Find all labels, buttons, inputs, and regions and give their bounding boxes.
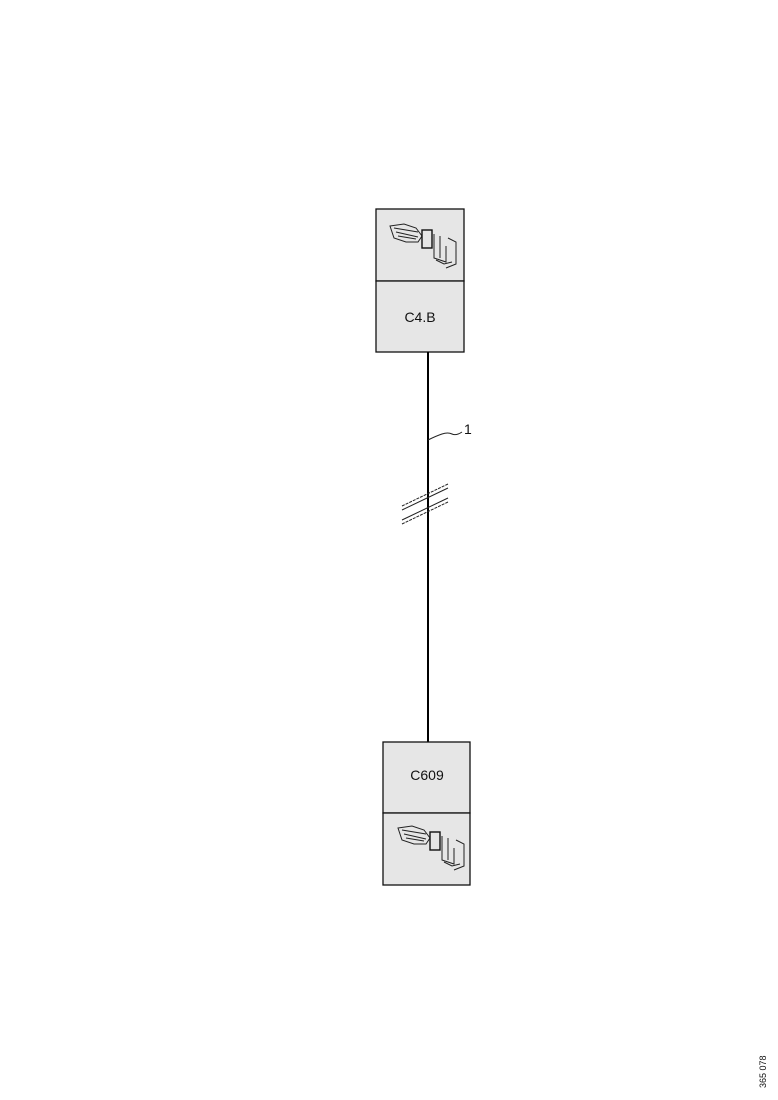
terminal-crimp-icon	[389, 223, 457, 269]
connector-label-box-bottom	[382, 741, 471, 814]
connector-label-box-top	[375, 280, 465, 353]
connector-bottom: C609	[382, 741, 471, 886]
figure-reference: 365 078	[758, 1055, 768, 1088]
connector-top: C4.B	[375, 208, 465, 353]
terminal-box-bottom	[382, 812, 471, 886]
wire: 1	[401, 352, 472, 742]
connector-label-bottom: C609	[410, 767, 444, 783]
connector-label-top: C4.B	[404, 309, 435, 325]
wire-callout-label: 1	[464, 421, 472, 437]
terminal-crimp-icon	[397, 825, 465, 871]
terminal-box-top	[375, 208, 465, 282]
callout-leader	[427, 431, 463, 441]
harness-break-icon	[401, 483, 449, 525]
